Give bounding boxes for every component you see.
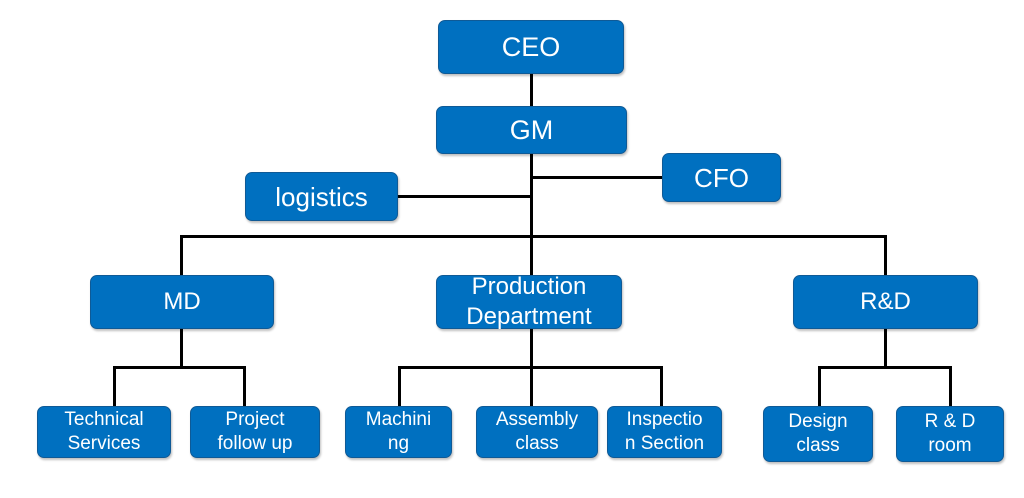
connector-assembly-class — [530, 366, 533, 408]
md-box: MD — [90, 275, 274, 329]
ceo-box: CEO — [438, 20, 624, 74]
connector-md-down — [180, 328, 183, 369]
connector-rd — [884, 235, 887, 277]
logistics-box: logistics — [245, 172, 398, 221]
connector-machining — [398, 366, 401, 408]
inspection-section-box: Inspectio n Section — [607, 406, 722, 458]
technical-services-box: Technical Services — [37, 406, 171, 458]
project-follow-up-box: Project follow up — [190, 406, 320, 458]
machining-box: Machini ng — [345, 406, 452, 458]
connector-rd-bus — [818, 366, 952, 369]
connector-rd-room — [949, 366, 952, 408]
connector-logistics — [396, 195, 533, 198]
connector-md — [180, 235, 183, 277]
design-class-box: Design class — [763, 406, 873, 462]
connector-gm-trunk — [530, 152, 533, 279]
connector-inspection-section — [660, 366, 663, 408]
rd-box: R&D — [793, 275, 978, 329]
connector-md-bus — [113, 366, 246, 369]
cfo-box: CFO — [662, 153, 781, 202]
connector-rd-down — [884, 328, 887, 369]
production-department-box: Production Department — [436, 273, 622, 330]
connector-level3-bus — [180, 235, 887, 238]
assembly-class-box: Assembly class — [476, 406, 598, 458]
connector-project-follow-up — [243, 366, 246, 408]
connector-production-down — [530, 328, 533, 369]
connector-cfo — [530, 176, 664, 179]
connector-ceo-gm — [530, 72, 533, 108]
rd-room-box: R & D room — [896, 406, 1004, 462]
connector-technical-services — [113, 366, 116, 408]
gm-box: GM — [436, 106, 627, 154]
connector-design-class — [818, 366, 821, 408]
